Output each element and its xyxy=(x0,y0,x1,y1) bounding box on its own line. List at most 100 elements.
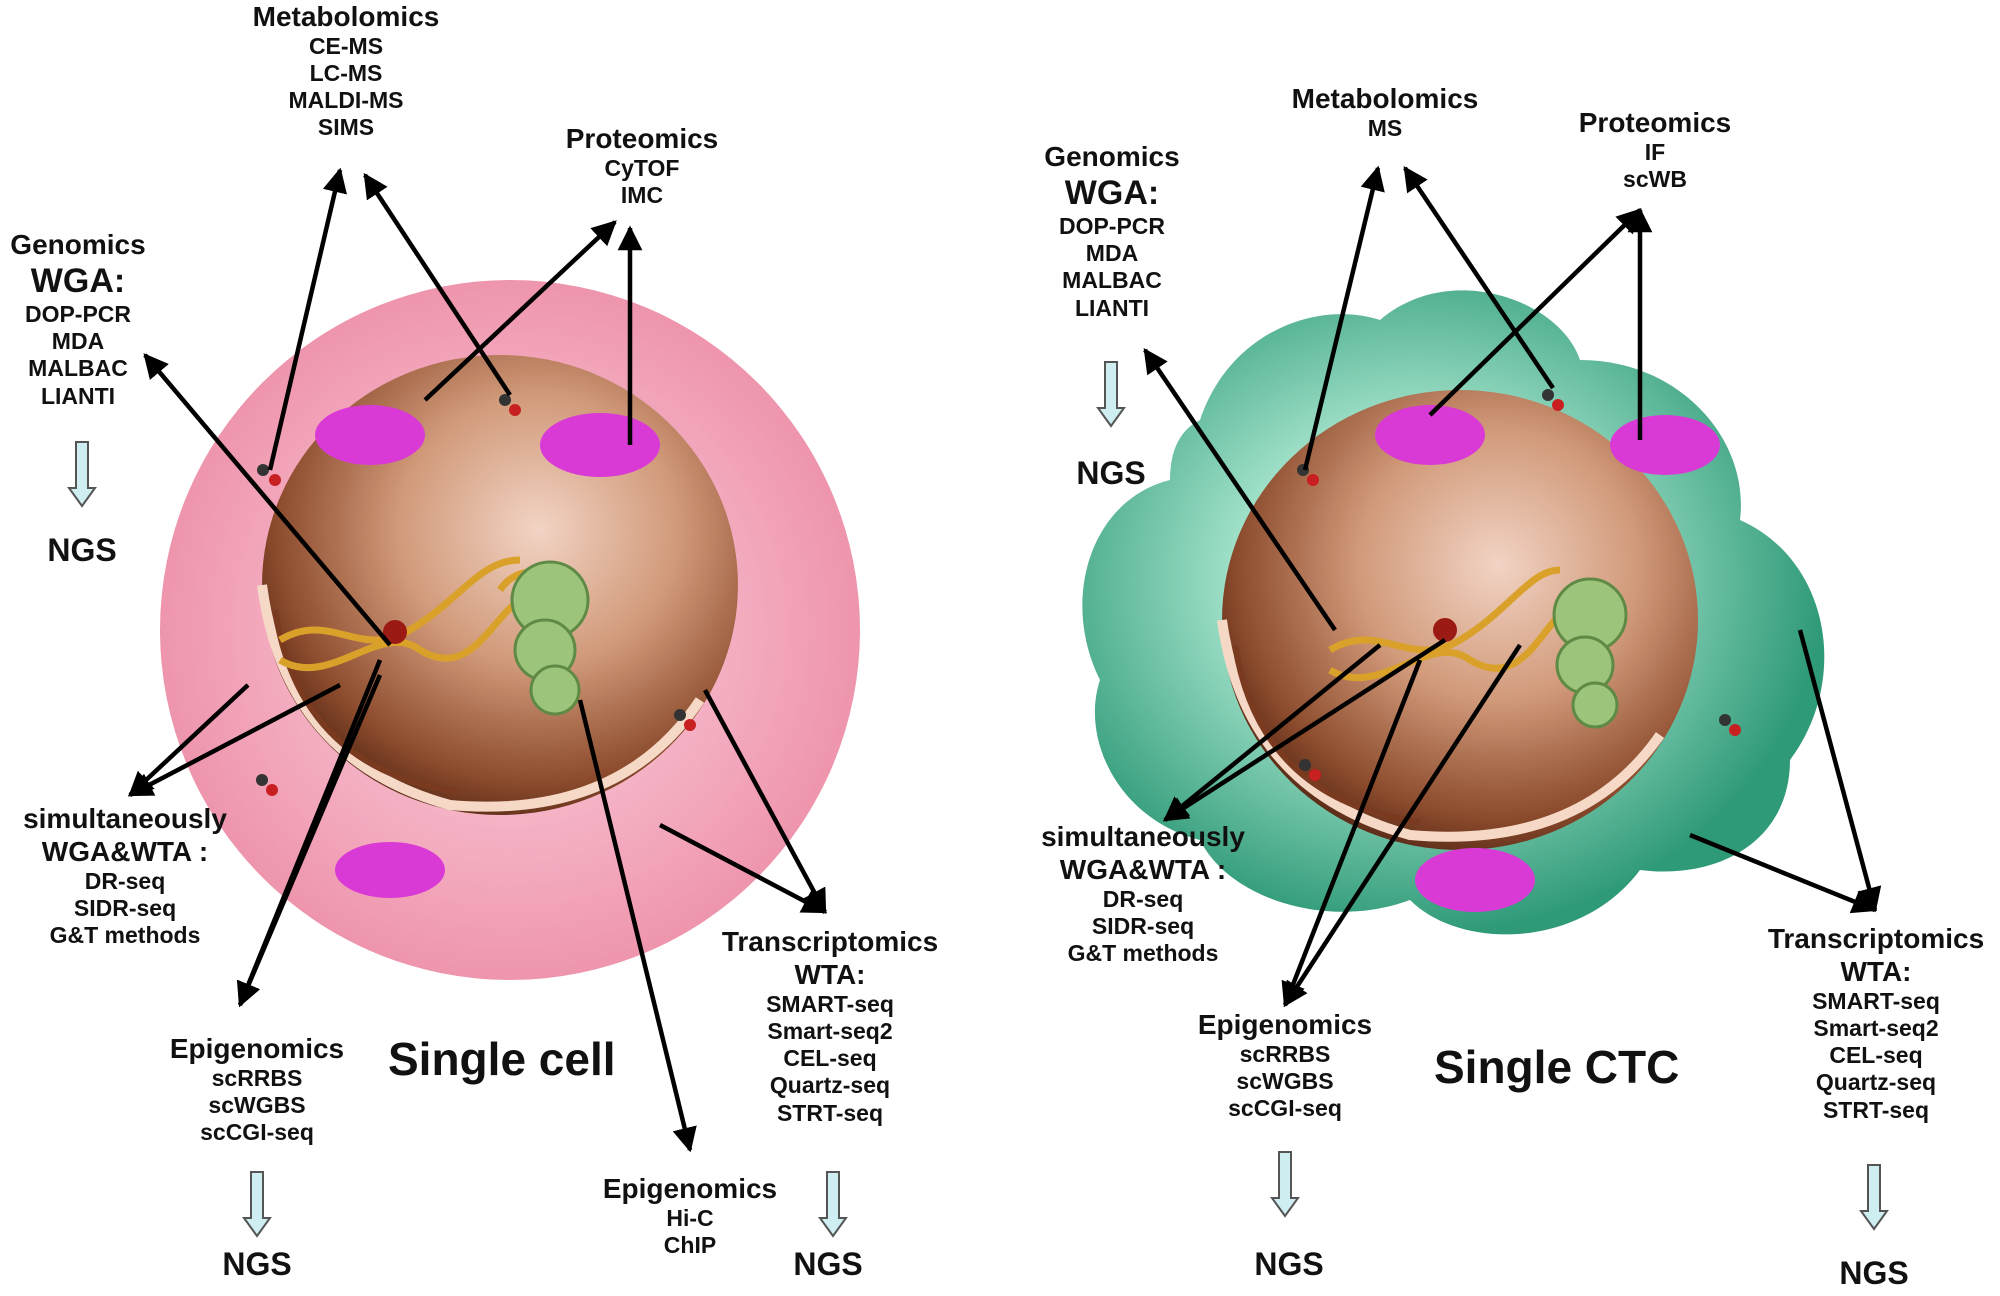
ngs-down-arrow xyxy=(1096,361,1126,428)
left-cell xyxy=(160,280,860,980)
ngs-arrows xyxy=(67,361,1889,1238)
left-transcriptomics-label: Transcriptomics WTA: SMART-seq Smart-seq… xyxy=(700,925,960,1127)
left-genomics-item: MDA xyxy=(51,328,105,355)
left-genomics-item: MALBAC xyxy=(28,355,128,382)
left-genomics-ngs: NGS xyxy=(47,532,117,568)
left-transcriptomics-item: STRT-seq xyxy=(776,1099,884,1126)
left-histone xyxy=(529,664,581,716)
left-epigenomics-methylation-label: Epigenomics scRRBS scWGBS scCGI-seq xyxy=(142,1032,372,1146)
left-metabolomics-item: SIMS xyxy=(317,114,375,141)
right-proteomics-heading: Proteomics xyxy=(1578,107,1732,138)
left-epigenomics-item: scWGBS xyxy=(208,1092,306,1119)
right-transcriptomics-ngs: NGS xyxy=(1839,1255,1909,1291)
right-epigenomics-ngs: NGS xyxy=(1254,1246,1324,1282)
left-transcriptomics-item: Smart-seq2 xyxy=(767,1018,893,1045)
left-proteomics-item: IMC xyxy=(620,182,664,209)
left-arrows xyxy=(127,167,828,1153)
right-simultaneous-item: G&T methods xyxy=(1067,940,1219,967)
right-metabolomics-heading: Metabolomics xyxy=(1291,83,1479,114)
right-proteomics-label: Proteomics IF scWB xyxy=(1555,106,1755,193)
right-cell xyxy=(1082,290,1825,935)
left-metabolomics-item: LC-MS xyxy=(309,60,383,87)
right-genomics-item: MDA xyxy=(1085,240,1139,267)
right-metabolomics-label: Metabolomics MS xyxy=(1285,82,1485,142)
right-epigenomics-label: Epigenomics scRRBS scWGBS scCGI-seq xyxy=(1170,1008,1400,1122)
right-histone xyxy=(1571,681,1619,729)
right-simultaneous-heading: simultaneously xyxy=(1041,821,1245,852)
ngs-down-arrow xyxy=(818,1171,848,1238)
ngs-down-arrow xyxy=(242,1171,272,1238)
right-epigenomics-item: scWGBS xyxy=(1236,1068,1334,1095)
left-transcriptomics-item: SMART-seq xyxy=(766,991,894,1018)
left-simultaneous-label: simultaneously WGA&WTA : DR-seq SIDR-seq… xyxy=(0,802,250,949)
right-simultaneous-label: simultaneously WGA&WTA : DR-seq SIDR-seq… xyxy=(1018,820,1268,967)
left-genomics-item: DOP-PCR xyxy=(24,301,132,328)
left-genomics-item: LIANTI xyxy=(40,382,116,409)
right-genomics-item: DOP-PCR xyxy=(1058,213,1166,240)
right-epigenomics-item: scRRBS xyxy=(1239,1041,1331,1068)
left-epigenomics-chromatin-label: Epigenomics Hi-C ChIP xyxy=(585,1172,795,1259)
left-epigenomics-chromatin-item: Hi-C xyxy=(666,1205,714,1232)
right-transcriptomics-item: Quartz-seq xyxy=(1815,1069,1937,1096)
right-transcriptomics-item: SMART-seq xyxy=(1812,988,1940,1015)
right-arrows xyxy=(1143,165,1882,1008)
right-transcriptomics-subheading: WTA: xyxy=(1840,956,1912,988)
left-genomics-heading: Genomics xyxy=(10,229,146,260)
right-nucleus xyxy=(1217,390,1698,850)
left-epigenomics-ngs: NGS xyxy=(222,1246,292,1282)
left-metabolite xyxy=(256,394,696,796)
left-metabolomics-heading: Metabolomics xyxy=(252,1,440,32)
left-epigenomics-item: scRRBS xyxy=(211,1065,303,1092)
left-epigenomics-chromatin-heading: Epigenomics xyxy=(602,1173,778,1204)
right-genomics-ngs: NGS xyxy=(1076,455,1146,491)
right-transcriptomics-item: STRT-seq xyxy=(1822,1096,1930,1123)
left-proteomics-item: CyTOF xyxy=(604,155,680,182)
left-simultaneous-subheading: WGA&WTA : xyxy=(41,836,209,868)
ngs-down-arrow xyxy=(1859,1164,1889,1231)
left-genomics-label: Genomics WGA: DOP-PCR MDA MALBAC LIANTI xyxy=(0,228,156,410)
right-transcriptomics-item: CEL-seq xyxy=(1829,1042,1923,1069)
left-metabolomics-item: MALDI-MS xyxy=(288,87,404,114)
right-genomics-heading: Genomics xyxy=(1044,141,1180,172)
right-genomics-subheading: WGA: xyxy=(1064,174,1160,213)
right-genomics-item: MALBAC xyxy=(1062,267,1162,294)
left-epigenomics-item: scCGI-seq xyxy=(200,1119,314,1146)
right-simultaneous-item: SIDR-seq xyxy=(1091,913,1195,940)
right-epigenomics-item: scCGI-seq xyxy=(1228,1095,1342,1122)
right-simultaneous-item: DR-seq xyxy=(1102,886,1184,913)
left-epigenomics-chromatin-item: ChIP xyxy=(663,1232,717,1259)
right-protein xyxy=(1375,405,1720,912)
right-transcriptomics-label: Transcriptomics WTA: SMART-seq Smart-seq… xyxy=(1752,922,2000,1124)
left-proteomics-heading: Proteomics xyxy=(565,123,719,154)
ngs-down-arrow xyxy=(67,441,97,508)
left-metabolomics-item: CE-MS xyxy=(308,33,384,60)
left-transcriptomics-subheading: WTA: xyxy=(794,959,866,991)
right-dna-polymerase xyxy=(1433,618,1457,642)
left-dna-polymerase xyxy=(383,620,407,644)
left-simultaneous-item: DR-seq xyxy=(84,868,166,895)
left-transcriptomics-heading: Transcriptomics xyxy=(721,926,939,957)
left-simultaneous-item: G&T methods xyxy=(49,922,201,949)
left-proteomics-label: Proteomics CyTOF IMC xyxy=(542,122,742,209)
left-simultaneous-item: SIDR-seq xyxy=(73,895,177,922)
right-dna-helix xyxy=(1328,566,1568,681)
right-genomics-label: Genomics WGA: DOP-PCR MDA MALBAC LIANTI xyxy=(1022,140,1202,322)
right-proteomics-item: scWB xyxy=(1623,166,1687,193)
right-epigenomics-heading: Epigenomics xyxy=(1197,1009,1373,1040)
left-transcriptomics-ngs: NGS xyxy=(793,1246,863,1282)
right-panel-title: Single CTC xyxy=(1434,1041,1680,1093)
right-transcriptomics-heading: Transcriptomics xyxy=(1767,923,1985,954)
right-proteomics-item: IF xyxy=(1644,139,1666,166)
right-genomics-item: LIANTI xyxy=(1074,294,1150,321)
left-panel-title: Single cell xyxy=(388,1033,616,1085)
right-transcriptomics-item: Smart-seq2 xyxy=(1813,1015,1939,1042)
left-transcriptomics-item: CEL-seq xyxy=(783,1045,877,1072)
right-simultaneous-subheading: WGA&WTA : xyxy=(1059,854,1227,886)
left-transcriptomics-item: Quartz-seq xyxy=(769,1072,891,1099)
ngs-down-arrow xyxy=(1270,1151,1300,1218)
left-metabolomics-label: Metabolomics CE-MS LC-MS MALDI-MS SIMS xyxy=(246,0,446,142)
left-epigenomics-heading: Epigenomics xyxy=(169,1033,345,1064)
right-metabolomics-item: MS xyxy=(1367,115,1403,142)
